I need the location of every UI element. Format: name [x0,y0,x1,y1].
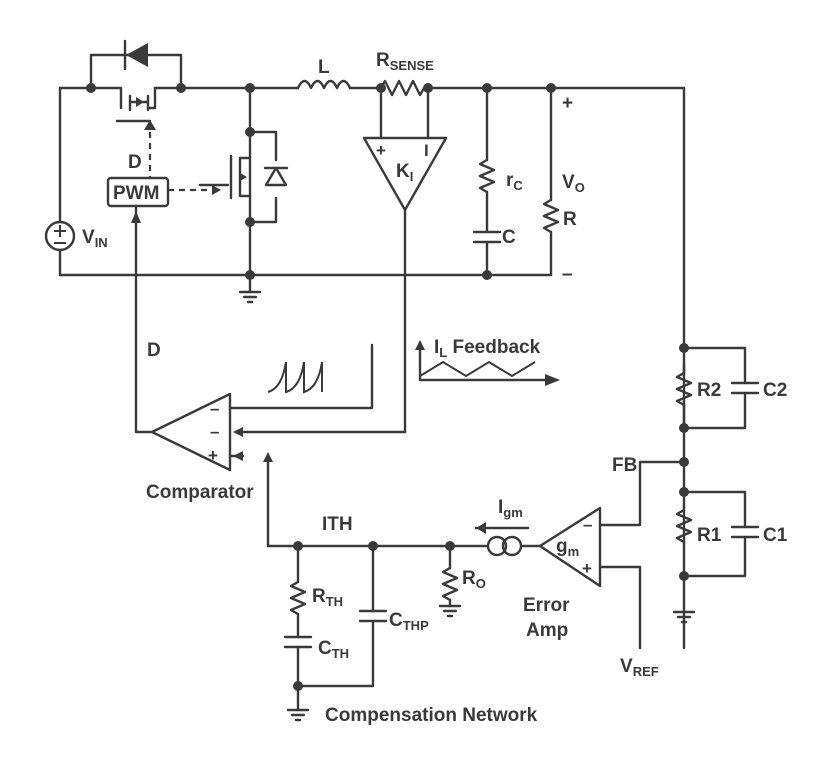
label-res-r: R [563,209,577,230]
rsense-resistor [379,79,426,97]
label-cthp: CTHP [389,610,429,633]
pwm-block [106,176,221,434]
label-vo-minus: – [562,264,573,285]
top-switch-body-diode [89,39,183,90]
error-amplifier [474,460,686,650]
label-vo: VO [562,172,585,195]
compensation-network [266,544,490,722]
label-il-feedback: IL Feedback [434,337,541,360]
label-rth: RTH [312,586,343,609]
label-r2: R2 [697,380,721,401]
ground-rail [58,273,553,304]
label-rc: rC [506,170,523,193]
label-vo-plus: + [562,93,573,114]
error-amp-plus: + [582,559,592,578]
label-c2: C2 [763,380,787,401]
label-amp-minus: I [424,141,429,160]
label-duty-left: D [147,340,161,361]
label-c1: C1 [763,525,788,546]
label-r1: R1 [697,525,722,546]
label-ki: KI [396,161,413,184]
slope-ramp-waveform [267,361,323,394]
label-compensation: Compensation Network [325,705,538,726]
label-amp-plus: + [376,141,386,160]
comparator-minus-2: – [210,422,219,441]
label-ith: ITH [322,514,353,535]
label-comparator: Comparator [146,482,254,503]
label-cap-c: C [502,227,516,248]
feedback-divider [672,346,760,624]
label-vin: VIN [82,227,108,250]
label-ro: RO [462,568,486,591]
label-pwm: PWM [113,183,159,204]
label-error: Error [523,595,570,616]
vin-source [44,86,76,277]
label-gm: gm [556,536,579,559]
label-vref: VREF [620,656,659,679]
label-rsense: RSENSE [376,50,434,73]
label-duty-top: D [128,152,142,173]
inductor-l [296,79,352,90]
label-amp: Amp [526,620,568,641]
label-cth: CTH [318,638,349,661]
label-fb: FB [612,455,637,476]
comparator [150,343,407,548]
sense-amplifier [362,86,448,434]
junction-dots [86,83,689,691]
bottom-mosfet [198,86,289,277]
error-amp-minus: – [583,515,592,534]
comparator-minus-1: – [210,399,219,418]
il-feedback-waveform [415,340,560,386]
top-mosfet [110,86,157,178]
label-igm: Igm [498,497,523,520]
comparator-plus: + [208,446,218,465]
output-filter [472,86,560,277]
label-inductor: L [318,57,330,78]
